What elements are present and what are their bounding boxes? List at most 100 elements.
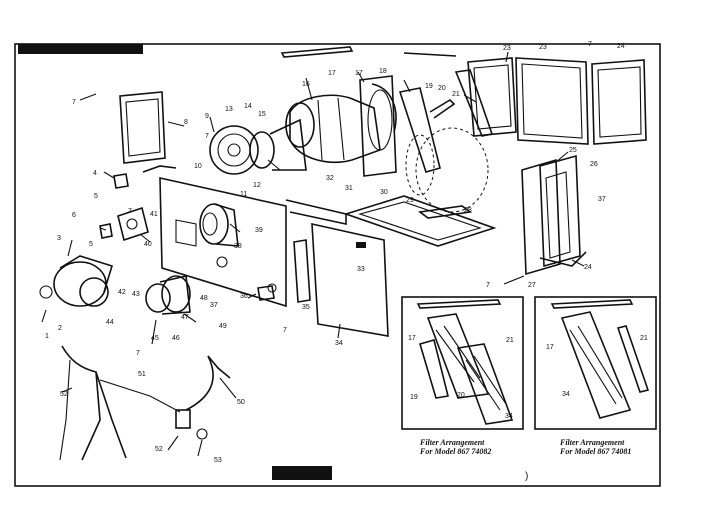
part-bracket xyxy=(142,165,177,173)
part-access-door xyxy=(119,91,166,164)
callout-36: 36 xyxy=(240,293,248,300)
callout-28: 28 xyxy=(464,207,472,214)
callout-51: 51 xyxy=(138,371,146,378)
inset-right-callout-34: 34 xyxy=(562,391,570,398)
callout-14: 14 xyxy=(244,103,252,110)
callout-48: 48 xyxy=(200,295,208,302)
part-gas-valve xyxy=(39,255,113,307)
part-front-panel xyxy=(311,222,389,337)
part-base-pan xyxy=(343,195,497,247)
part-wiring-harness xyxy=(59,345,231,461)
callout-22: 23 xyxy=(539,44,547,51)
title-bar-bottom xyxy=(272,466,332,480)
callout-23: 23 xyxy=(503,45,511,52)
leader-lines xyxy=(41,51,585,457)
callout-46: 46 xyxy=(172,335,180,342)
callout-4: 4 xyxy=(93,170,97,177)
callout-13: 13 xyxy=(225,106,233,113)
title-bar-top xyxy=(18,44,143,54)
part-motor-fan xyxy=(199,203,239,247)
callout-24: 24 xyxy=(617,43,625,50)
callout-37a: 37 xyxy=(210,302,218,309)
callout-45: 45 xyxy=(151,335,159,342)
callout-5b: 5 xyxy=(89,241,93,248)
callout-30: 30 xyxy=(380,189,388,196)
callout-27: 27 xyxy=(528,282,536,289)
part-blower-wheel-outline xyxy=(405,127,489,213)
callout-31: 31 xyxy=(345,185,353,192)
callout-8: 8 xyxy=(184,119,188,126)
callout-7a: 7 xyxy=(72,99,76,106)
callout-49: 49 xyxy=(219,323,227,330)
callout-11: 11 xyxy=(240,191,247,198)
part-filter-frame-right xyxy=(591,59,647,145)
callout-10: 10 xyxy=(194,163,202,170)
callout-25: 25 xyxy=(569,147,577,154)
callout-34: 34 xyxy=(335,340,343,347)
inset-left-callout-20: 20 xyxy=(457,392,465,399)
inset-right-frame xyxy=(534,296,657,430)
callout-44: 44 xyxy=(106,319,114,326)
callout-38: 38 xyxy=(234,243,242,250)
part-filter-hanger xyxy=(454,69,494,137)
part-fan-housing xyxy=(359,75,397,177)
inset-right-caption: Filter Arrangement For Model 867 74081 xyxy=(560,438,631,456)
part-small-box xyxy=(257,285,275,301)
inset-left-caption: Filter Arrangement For Model 867 74082 xyxy=(420,438,491,456)
inset-left-callout-21: 21 xyxy=(506,337,514,344)
part-side-rail xyxy=(285,199,347,225)
inset-right-caption-line1: Filter Arrangement xyxy=(560,438,625,447)
part-blower-housing xyxy=(209,118,307,175)
callout-6: 6 xyxy=(72,212,76,219)
inset-left-caption-line1: Filter Arrangement xyxy=(420,438,485,447)
diagram-frame xyxy=(14,43,661,487)
callout-21: 21 xyxy=(452,91,460,98)
callout-7d: 7 xyxy=(486,282,490,289)
callout-16: 16 xyxy=(302,81,310,88)
callout-53: 53 xyxy=(214,457,222,464)
callout-17a: 17 xyxy=(355,70,363,77)
callout-3: 3 xyxy=(57,235,61,242)
footer-mark: ) xyxy=(525,471,528,482)
callout-50: 50 xyxy=(237,399,245,406)
callout-7g: 7 xyxy=(136,350,140,357)
inset-right-callout-21: 21 xyxy=(640,335,648,342)
callout-37b: 37 xyxy=(598,196,606,203)
inset-right-caption-line2: For Model 867 74081 xyxy=(560,447,632,456)
callout-7e: 7 xyxy=(128,208,132,215)
callout-24b: 24 xyxy=(584,264,592,271)
inset-right-callout-17: 17 xyxy=(546,344,554,351)
callout-15: 15 xyxy=(258,111,266,118)
part-filter-rod xyxy=(398,87,441,173)
callout-41: 41 xyxy=(150,211,158,218)
callout-26: 26 xyxy=(590,161,598,168)
part-valve-body xyxy=(117,206,149,242)
callout-40: 40 xyxy=(144,241,152,248)
callout-47: 47 xyxy=(181,314,189,321)
part-control-panel xyxy=(159,176,287,308)
part-filter-rack xyxy=(521,154,587,276)
callout-7b: 7 xyxy=(205,133,209,140)
inset-left-frame xyxy=(401,296,524,430)
callout-19: 19 xyxy=(425,83,433,90)
callout-9: 9 xyxy=(205,113,209,120)
callout-5a: 5 xyxy=(94,193,98,200)
callout-20: 20 xyxy=(438,85,446,92)
callout-52a: 52 xyxy=(60,391,68,398)
callout-35: 35 xyxy=(302,304,310,311)
callout-1: 1 xyxy=(45,333,49,340)
part-filter-frame-middle xyxy=(515,57,589,145)
part-connector-6 xyxy=(113,173,129,189)
part-mounting-strip xyxy=(293,239,311,303)
callout-52b: 52 xyxy=(155,446,163,453)
part-connector-5 xyxy=(99,223,113,239)
callout-32: 32 xyxy=(326,175,334,182)
callout-42: 42 xyxy=(118,289,126,296)
part-filter-strip xyxy=(429,98,456,119)
callout-2: 2 xyxy=(58,325,62,332)
part-blower-assembly xyxy=(285,94,381,163)
part-top-strip xyxy=(280,46,354,58)
part-inducer xyxy=(145,275,191,315)
inset-left-callout-19: 19 xyxy=(410,394,418,401)
